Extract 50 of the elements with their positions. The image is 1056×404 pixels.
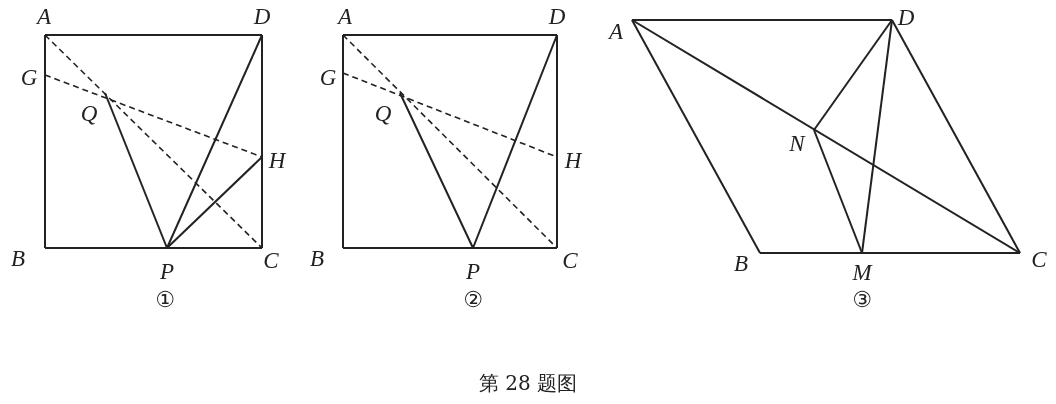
- line-segment: [166, 34, 263, 249]
- point-label: P: [159, 259, 175, 283]
- point-label: C: [1031, 247, 1047, 271]
- line-segment: [44, 34, 46, 249]
- point-label: B: [733, 251, 749, 275]
- figure-number: ①: [155, 289, 175, 311]
- figure-number: ③: [852, 289, 872, 311]
- point-label: Q: [374, 101, 392, 125]
- point-label: A: [36, 4, 52, 28]
- point-label: A: [337, 4, 353, 28]
- line-segment: [342, 34, 558, 36]
- line-segment: [44, 34, 263, 36]
- line-segment: [891, 19, 1021, 254]
- figure-number: ②: [463, 289, 483, 311]
- line-segment: [556, 34, 558, 249]
- line-segment: [44, 247, 263, 249]
- line-segment: [472, 34, 558, 249]
- point-label: P: [465, 259, 481, 283]
- point-label: C: [263, 248, 279, 272]
- dashed-line-segment: [342, 34, 558, 249]
- line-segment: [342, 247, 558, 249]
- point-label: D: [253, 4, 271, 28]
- point-label: G: [319, 65, 337, 89]
- point-label: Q: [80, 101, 98, 125]
- line-segment: [261, 34, 263, 249]
- point-label: A: [608, 19, 624, 43]
- line-segment: [813, 129, 863, 254]
- point-label: C: [562, 248, 578, 272]
- line-segment: [631, 19, 893, 21]
- dashed-line-segment: [44, 34, 263, 249]
- line-segment: [759, 252, 1021, 254]
- dashed-line-segment: [44, 74, 263, 158]
- point-label: D: [548, 4, 566, 28]
- point-label: D: [897, 5, 915, 29]
- line-segment: [813, 19, 893, 131]
- line-segment: [861, 19, 893, 254]
- point-label: H: [564, 148, 582, 172]
- line-segment: [631, 19, 761, 254]
- point-label: M: [852, 260, 872, 284]
- line-segment: [104, 92, 168, 249]
- line-segment: [342, 34, 344, 249]
- point-label: N: [789, 131, 805, 155]
- line-segment: [631, 19, 1021, 254]
- point-label: G: [20, 65, 38, 89]
- figure-caption: 第 28 题图: [478, 369, 578, 397]
- point-label: B: [10, 246, 26, 270]
- point-label: H: [268, 148, 286, 172]
- line-segment: [399, 92, 474, 249]
- line-segment: [166, 156, 263, 249]
- point-label: B: [309, 246, 325, 270]
